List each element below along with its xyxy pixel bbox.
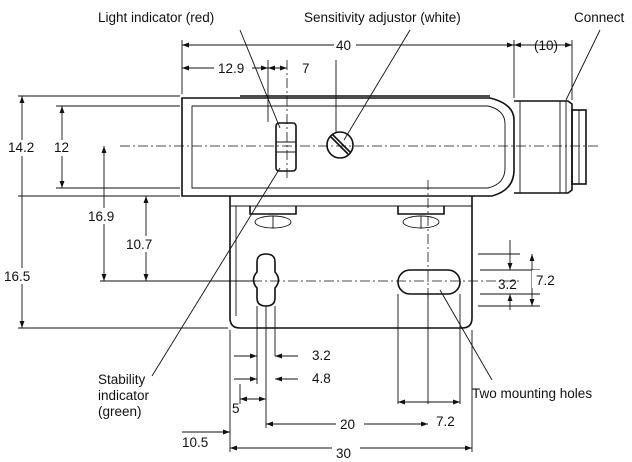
sensitivity-adjustor [326,131,354,159]
dim-hole-span: 4.8 [312,371,331,386]
dim-slot-width: 7.2 [436,414,455,429]
dim-bracket-width: 30 [336,446,351,461]
mounting-holes-label: Two mounting holes [472,386,592,401]
dim-slot-height: 7.2 [536,273,555,288]
dim-light-offset: 12.9 [218,61,244,76]
dim-slot-half: 3.2 [498,277,517,292]
stability-indicator-label-line2: indicator [98,388,150,403]
sensitivity-adjustor-label: Sensitivity adjustor (white) [304,10,461,25]
dim-overall-length: 40 [336,38,351,53]
center-lines [120,60,600,300]
dim-light-pitch: 7 [302,61,310,76]
dim-connector-length: (10) [534,38,558,53]
dim-body-height-outer: 14.2 [8,140,34,155]
dimension-values: 40 (10) 12.9 7 14.2 12 16.9 10.7 16.5 7.… [2,36,562,461]
light-indicator-label: Light indicator (red) [98,10,214,25]
dim-hole-offset: 5 [232,401,240,416]
connector-label: Connect [574,10,625,25]
leader-lines [151,29,601,381]
sensor-body [181,95,515,197]
dim-total-height: 16.5 [4,269,30,284]
stability-indicator-label-line1: Stability [98,372,146,387]
mounting-bracket [229,196,473,329]
connector [514,100,587,194]
stability-indicator-label-line3: (green) [98,404,142,419]
light-indicator [275,122,297,172]
dim-bracket-hole-offset: 10.7 [126,237,152,252]
dim-bracket-left: 10.5 [182,435,208,450]
dim-body-height-inner: 12 [54,140,69,155]
dim-bracket-offset: 16.9 [88,209,114,224]
dim-hole-width: 3.2 [312,348,331,363]
dim-hole-pitch: 20 [340,417,355,432]
extension-lines [18,40,573,452]
